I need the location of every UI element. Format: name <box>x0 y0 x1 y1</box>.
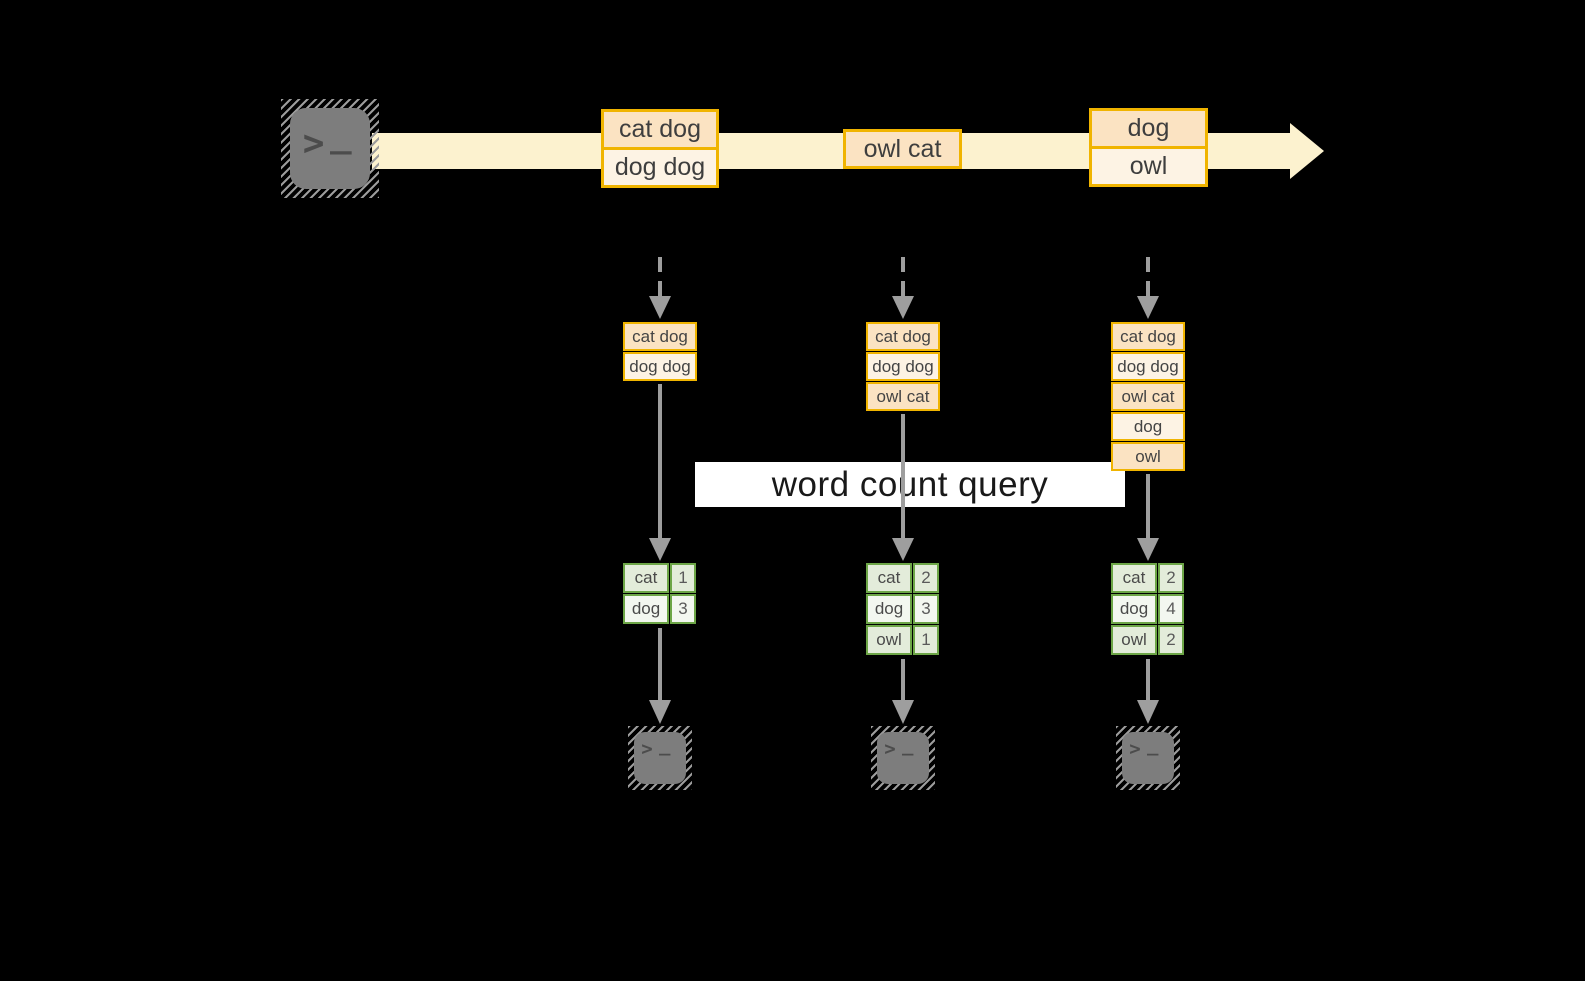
stream-record: cat dog <box>604 112 716 147</box>
count-word-cell: dog <box>1111 594 1157 624</box>
state-record: owl cat <box>1111 382 1185 411</box>
solid-arrow-icon <box>1137 659 1159 724</box>
count-value-cell: 2 <box>913 563 939 593</box>
state-box-3: cat dog dog dog owl cat dog owl <box>1111 322 1185 471</box>
terminal-sink-icon: > _ <box>628 726 692 790</box>
state-record: dog dog <box>1111 352 1185 381</box>
count-table-2: cat 2 dog 3 owl 1 <box>866 563 939 655</box>
state-record: cat dog <box>1111 322 1185 351</box>
count-value-cell: 2 <box>1158 563 1184 593</box>
prompt-chevron-icon: > <box>641 738 653 761</box>
stream-batch-2: owl cat <box>843 129 962 169</box>
count-word-cell: cat <box>1111 563 1157 593</box>
count-table-3: cat 2 dog 4 owl 2 <box>1111 563 1184 655</box>
terminal-sink-icon: > _ <box>1116 726 1180 790</box>
count-value-cell: 4 <box>1158 594 1184 624</box>
dashed-arrow-icon <box>892 257 914 319</box>
dashed-arrow-icon <box>1137 257 1159 319</box>
stream-record: dog <box>1092 111 1205 146</box>
state-record: owl cat <box>866 382 940 411</box>
count-value-cell: 1 <box>913 625 939 655</box>
query-label-banner: word count query <box>695 462 1125 507</box>
dashed-arrow-icon <box>649 257 671 319</box>
state-record: owl <box>1111 442 1185 471</box>
terminal-sink-icon: > _ <box>871 726 935 790</box>
terminal-icon-body: > _ <box>1122 732 1174 784</box>
count-word-cell: dog <box>866 594 912 624</box>
prompt-chevron-icon: > <box>302 122 325 164</box>
count-word-cell: owl <box>1111 625 1157 655</box>
stream-batch-1: cat dog dog dog <box>601 109 719 188</box>
terminal-icon-body: > _ <box>290 108 370 189</box>
query-label: word count query <box>771 464 1049 504</box>
prompt-cursor-icon: _ <box>901 734 914 757</box>
count-word-cell: owl <box>866 625 912 655</box>
stream-record: owl <box>1092 146 1205 184</box>
solid-arrow-icon <box>1137 474 1159 561</box>
count-value-cell: 3 <box>913 594 939 624</box>
prompt-cursor-icon: _ <box>330 114 352 156</box>
count-value-cell: 1 <box>670 563 696 593</box>
stream-timeline-arrowhead-icon <box>1290 123 1324 179</box>
state-record: cat dog <box>866 322 940 351</box>
solid-arrow-icon <box>649 384 671 561</box>
state-record: cat dog <box>623 322 697 351</box>
state-box-1: cat dog dog dog <box>623 322 697 381</box>
prompt-chevron-icon: > <box>884 738 896 761</box>
solid-arrow-icon <box>892 659 914 724</box>
terminal-icon-body: > _ <box>634 732 686 784</box>
solid-arrow-icon <box>649 628 671 724</box>
stream-record: dog dog <box>604 147 716 185</box>
count-word-cell: cat <box>623 563 669 593</box>
count-table-1: cat 1 dog 3 <box>623 563 696 624</box>
state-record: dog <box>1111 412 1185 441</box>
state-record: dog dog <box>866 352 940 381</box>
prompt-cursor-icon: _ <box>658 734 671 757</box>
prompt-cursor-icon: _ <box>1146 734 1159 757</box>
prompt-chevron-icon: > <box>1129 738 1141 761</box>
stream-batch-3: dog owl <box>1089 108 1208 187</box>
terminal-icon-body: > _ <box>877 732 929 784</box>
terminal-source-icon: > _ <box>281 99 379 198</box>
state-box-2: cat dog dog dog owl cat <box>866 322 940 411</box>
state-record: dog dog <box>623 352 697 381</box>
count-value-cell: 2 <box>1158 625 1184 655</box>
stream-record: owl cat <box>846 132 959 166</box>
count-word-cell: dog <box>623 594 669 624</box>
count-value-cell: 3 <box>670 594 696 624</box>
count-word-cell: cat <box>866 563 912 593</box>
